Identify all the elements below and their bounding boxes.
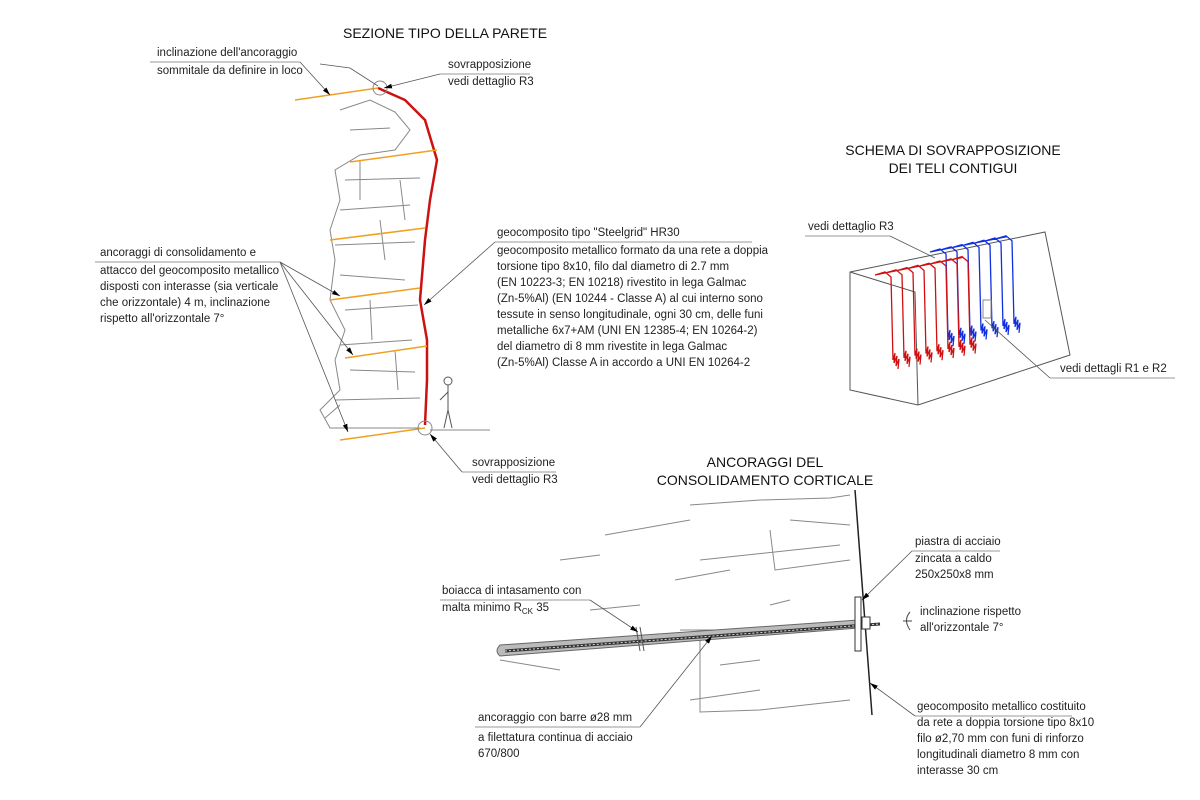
rock-wall [319,99,490,431]
mesh-sheets [874,235,1021,370]
section-title: SEZIONE TIPO DELLA PARETE [343,25,547,41]
svg-text:che orizzontale) 4 m, inclinaz: che orizzontale) 4 m, inclinazione [100,297,270,309]
schema-title-line2: DEI TELI CONTIGUI [889,160,1018,176]
svg-text:geocomposito tipo "Steelgrid": geocomposito tipo "Steelgrid" HR30 [497,227,680,239]
geocomposite-red-line [377,86,439,426]
svg-text:torsione tipo 8x10, filo dal d: torsione tipo 8x10, filo dal diametro di… [497,261,729,273]
plate-note-line1: piastra di acciaio [915,536,1001,548]
person-figure-icon [439,376,453,429]
schema-ref-r3: vedi dettaglio R3 [808,221,894,233]
mesh-note: geocomposito metallico costituito da ret… [869,682,1094,777]
top-anchor-note-line1: inclinazione dell'ancoraggio [157,47,297,59]
grout-note-line1: boiacca di intasamento con [442,585,581,597]
overlap-bottom-line2: vedi dettaglio R3 [472,474,558,486]
bar-note-line1: ancoraggio con barre ø28 mm [478,712,632,724]
grout-note-line2: malta minimo RCK 35 [442,602,549,616]
rock-outline [499,494,851,713]
left-mesh-sheet [874,255,977,370]
svg-text:tessute in senso longitudinale: tessute in senso longitudinale, ogni 30 … [497,309,763,321]
nut [861,616,871,630]
schema-ref-r1-r2: vedi dettagli R1 e R2 [1060,363,1167,375]
svg-text:longitudinali diametro 8 mm co: longitudinali diametro 8 mm con [917,749,1079,761]
svg-text:geocomposito metallico costitu: geocomposito metallico costituito [917,701,1086,713]
overlap-bottom-line1: sovrapposizione [472,457,555,469]
steel-plate [854,596,862,652]
anchors [294,87,438,441]
svg-text:del diametro di 8 mm rivestite: del diametro di 8 mm rivestite in lega G… [497,341,727,353]
overlap-schema: SCHEMA DI SOVRAPPOSIZIONE DEI TELI CONTI… [805,142,1175,406]
svg-text:filo ø2,70 mm con funi di rinf: filo ø2,70 mm con funi di rinforzo [917,733,1084,745]
inclination-note-line1: inclinazione rispetto [920,606,1021,618]
overlap-top-line2: vedi dettaglio R3 [448,76,534,88]
schema-title-line1: SCHEMA DI SOVRAPPOSIZIONE [845,142,1061,158]
svg-text:(EN 10223-3; EN 10218) rivesti: (EN 10223-3; EN 10218) rivestito in lega… [497,277,747,289]
anchors-note: ancoraggi di consolidamento e attacco de… [95,247,354,433]
bar-note-line3: 670/800 [478,748,520,760]
svg-text:disposti con interasse (sia ve: disposti con interasse (sia verticale [100,281,278,293]
geocomposite-note: geocomposito tipo "Steelgrid" HR30 geoco… [423,227,769,369]
svg-text:attacco del geocomposito metal: attacco del geocomposito metallico [100,265,279,277]
svg-text:(Zn-5%Al) (EN 10244 - Classe A: (Zn-5%Al) (EN 10244 - Classe A) al cui i… [497,293,763,305]
svg-text:ancoraggi di consolidamento e: ancoraggi di consolidamento e [100,247,256,259]
plate-note-line2: zincata a caldo [915,553,992,565]
inclination-note-line2: all'orizzontale 7° [920,622,1004,634]
anchor-detail: ANCORAGGI DEL CONSOLIDAMENTO CORTICALE p… [440,454,1094,777]
svg-text:metalliche 6x7+AM (UNI EN 1238: metalliche 6x7+AM (UNI EN 12385-4; EN 10… [497,325,758,337]
svg-text:rispetto all'orizzontale 7°: rispetto all'orizzontale 7° [100,313,224,325]
bar-note-line2: a filettatura continua di acciaio [478,732,633,744]
overlap-circle-bottom [417,420,433,436]
svg-text:da rete a doppia torsione tipo: da rete a doppia torsione tipo 8x10 [917,717,1094,729]
angle-icon [903,611,912,631]
anchor-title-line1: ANCORAGGI DEL [707,454,824,470]
rock-block [849,231,1071,406]
wall-section: SEZIONE TIPO DELLA PARETE inclinazione d… [95,25,769,486]
svg-text:(Zn-5%Al) Classe A in accordo: (Zn-5%Al) Classe A in accordo a UNI EN 1… [497,357,750,369]
plate-note-line3: 250x250x8 mm [915,569,994,581]
wall-surface-mesh [854,489,873,716]
top-anchor-note-line2: sommitale da definire in loco [157,65,303,77]
anchor-title-line2: CONSOLIDAMENTO CORTICALE [657,472,874,488]
svg-text:geocomposito metallico formato: geocomposito metallico formato da una re… [497,245,769,257]
svg-text:interasse 30 cm: interasse 30 cm [917,765,998,777]
overlap-top-line1: sovrapposizione [448,59,531,71]
right-mesh-sheet [929,235,1021,347]
